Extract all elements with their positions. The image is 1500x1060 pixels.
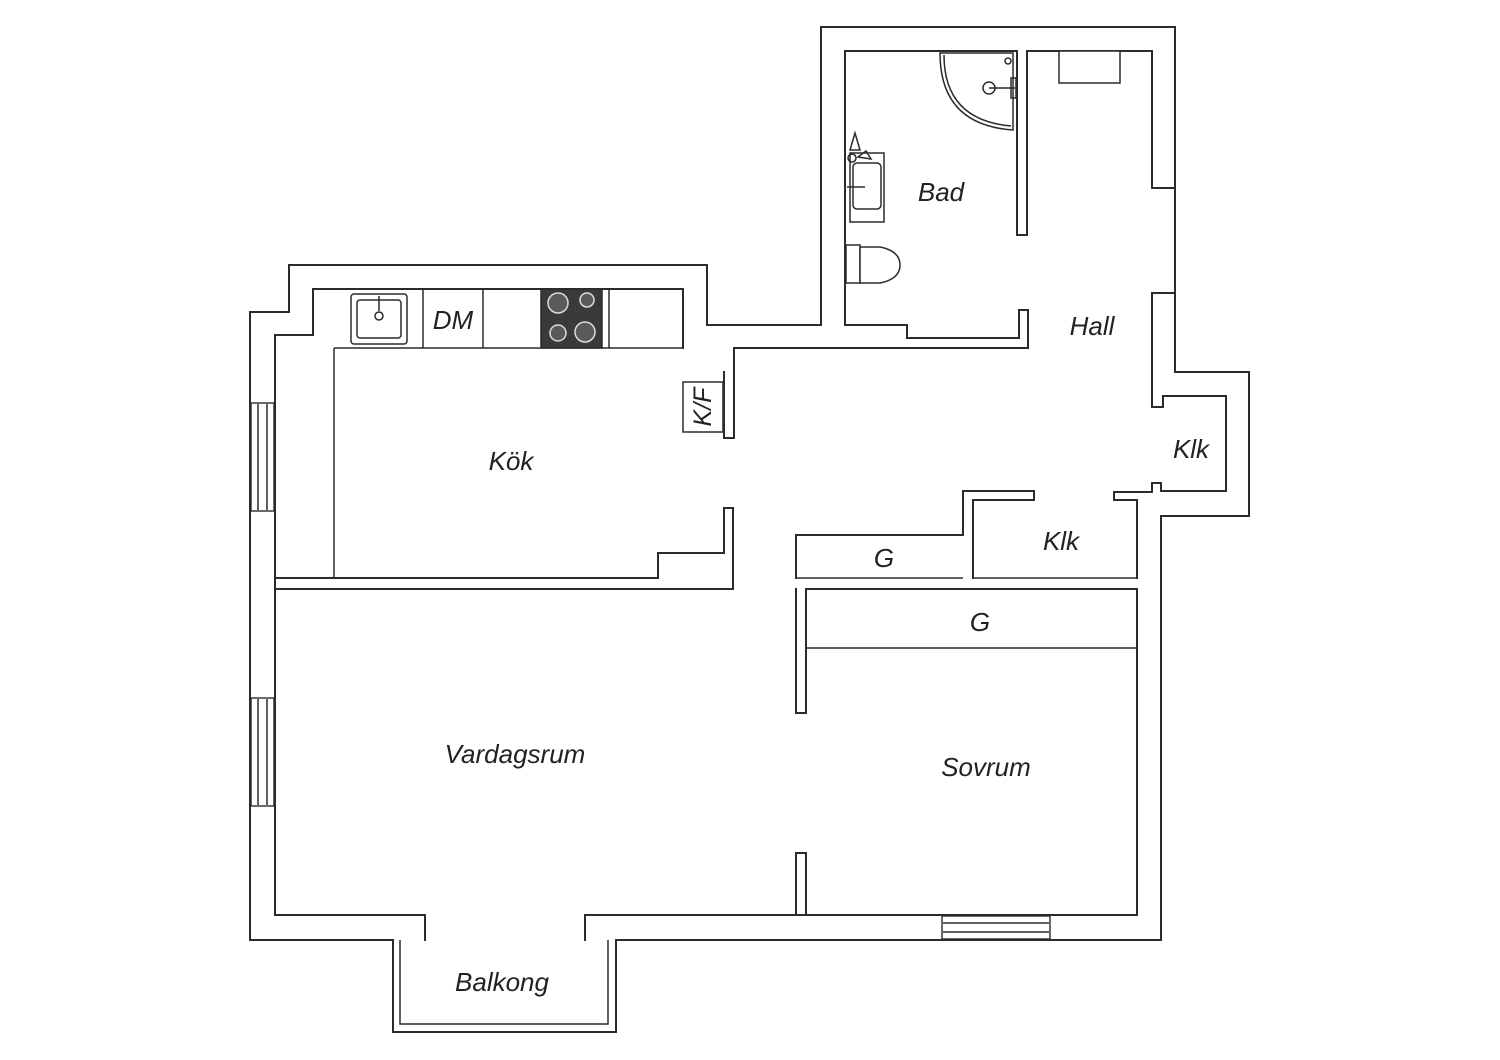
room-label-kok: Kök bbox=[489, 446, 536, 476]
windows bbox=[250, 402, 1051, 940]
room-label-klk-2: Klk bbox=[1043, 526, 1081, 556]
room-label-g-2: G bbox=[970, 607, 990, 637]
room-label-balkong: Balkong bbox=[455, 967, 549, 997]
room-label-vardagsrum: Vardagsrum bbox=[445, 739, 586, 769]
bathroom-walls bbox=[723, 50, 1227, 579]
room-label-bad: Bad bbox=[918, 177, 966, 207]
kitchen-walls bbox=[274, 289, 734, 590]
sink-icon bbox=[350, 293, 408, 345]
room-label-klk-1: Klk bbox=[1173, 434, 1211, 464]
fridge-freezer bbox=[682, 381, 724, 433]
room-label-hall: Hall bbox=[1070, 311, 1116, 341]
toilet-icon bbox=[845, 244, 901, 284]
closet-walls bbox=[795, 490, 1138, 916]
room-label-kf: K/F bbox=[689, 386, 717, 427]
stove-icon bbox=[540, 288, 603, 349]
bottom-walls bbox=[274, 914, 1138, 1025]
room-label-dm: DM bbox=[433, 305, 474, 335]
window-icon bbox=[250, 402, 275, 512]
window-icon bbox=[250, 697, 275, 807]
window-icon bbox=[941, 915, 1051, 940]
shower-icon bbox=[939, 52, 1017, 131]
room-label-g-1: G bbox=[874, 543, 894, 573]
hall-shelf bbox=[1058, 50, 1121, 84]
room-labels: Bad Hall Kök DM K/F Klk Klk G G Vardagsr… bbox=[433, 177, 1211, 997]
room-label-sovrum: Sovrum bbox=[941, 752, 1031, 782]
outer-walls bbox=[249, 26, 1250, 1033]
washbasin-icon bbox=[847, 130, 885, 223]
